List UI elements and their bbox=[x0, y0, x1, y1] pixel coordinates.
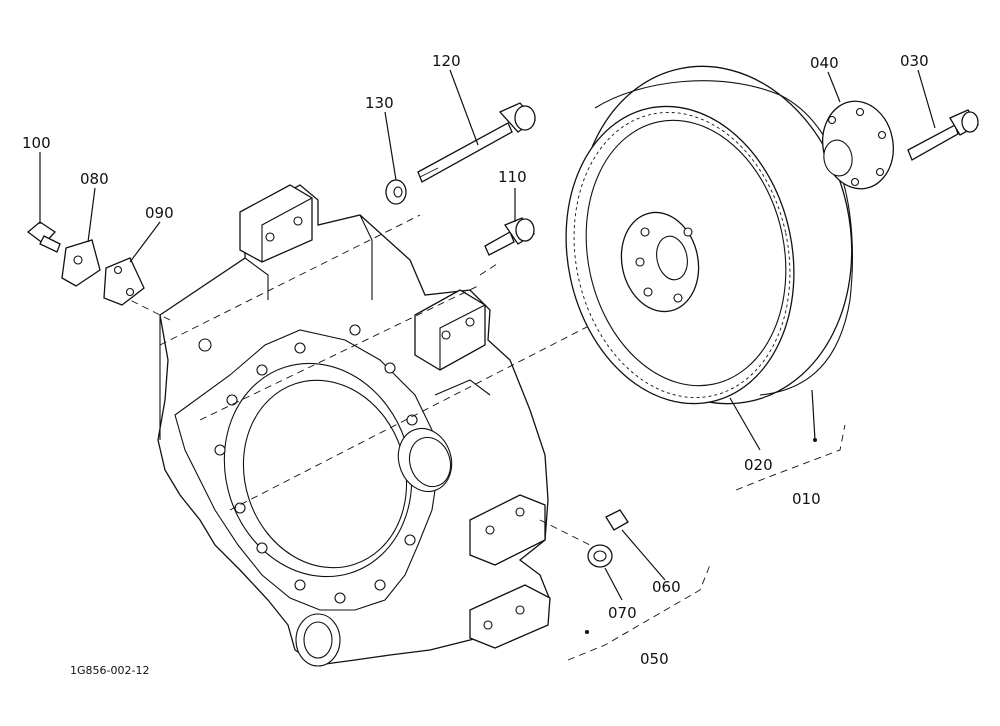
bushing-070 bbox=[587, 544, 613, 568]
flywheel-housing bbox=[157, 184, 551, 667]
cover-plate-080 bbox=[61, 239, 101, 287]
label-part-050: 050 bbox=[640, 650, 669, 668]
flywheel bbox=[565, 65, 853, 405]
label-part-120: 120 bbox=[432, 52, 461, 70]
label-part-090: 090 bbox=[145, 204, 174, 222]
label-part-080: 080 bbox=[80, 170, 109, 188]
bushing-flange bbox=[822, 100, 894, 190]
label-part-040: 040 bbox=[810, 54, 839, 72]
label-part-070: 070 bbox=[608, 604, 637, 622]
bolt-100 bbox=[26, 221, 61, 253]
label-part-010: 010 bbox=[792, 490, 821, 508]
bolt-110 bbox=[484, 217, 535, 256]
label-part-100: 100 bbox=[22, 134, 51, 152]
reference-code: 1G856-002-12 bbox=[70, 664, 149, 677]
pin-060 bbox=[605, 509, 629, 531]
part-labels: 100 080 090 130 120 110 040 030 020 010 … bbox=[22, 52, 929, 677]
label-part-110: 110 bbox=[498, 168, 527, 186]
label-part-020: 020 bbox=[744, 456, 773, 474]
label-part-060: 060 bbox=[652, 578, 681, 596]
leader-lines bbox=[39, 69, 936, 661]
washer-130 bbox=[385, 179, 407, 205]
bolt-120 bbox=[417, 102, 536, 183]
label-part-030: 030 bbox=[900, 52, 929, 70]
gasket-090 bbox=[103, 257, 145, 306]
label-part-130: 130 bbox=[365, 94, 394, 112]
bolt-030 bbox=[907, 109, 979, 161]
